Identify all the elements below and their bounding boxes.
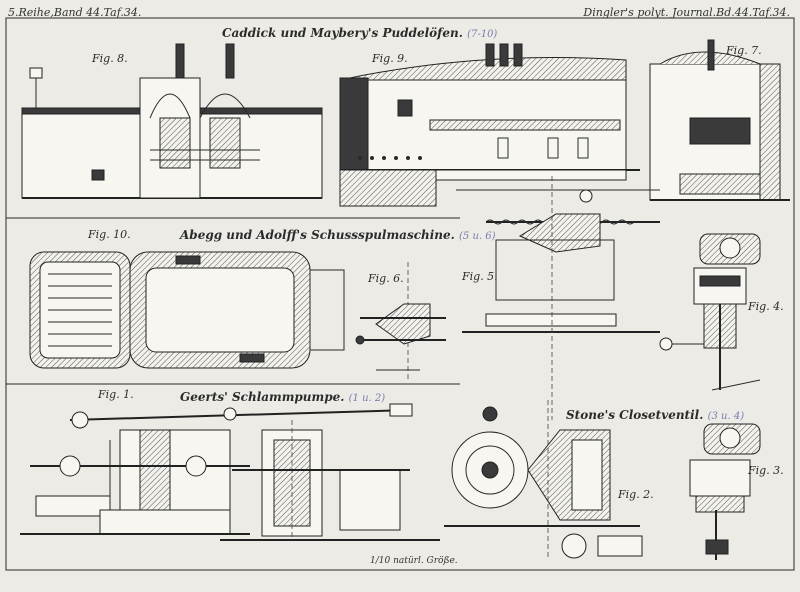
label-fig4: Fig. 4. xyxy=(748,300,784,313)
fig9-drawing xyxy=(339,43,640,207)
title-geerts-ref: (1 u. 2) xyxy=(348,393,386,404)
header-right: Dingler's polyt. Journal.Bd.44.Taf.34. xyxy=(583,6,790,19)
title-abegg-ref: (5 u. 6) xyxy=(459,231,496,242)
title-geerts-text: Geerts' Schlammpumpe. xyxy=(180,390,345,404)
fig5-drawing xyxy=(456,176,660,420)
label-fig5: Fig. 5. xyxy=(462,270,498,283)
title-abegg: Abegg und Adolff's Schussspulmaschine. (… xyxy=(180,228,496,242)
label-fig10: Fig. 10. xyxy=(88,228,131,241)
plate-frame xyxy=(5,17,795,571)
fig1-drawing xyxy=(20,403,413,535)
label-fig1: Fig. 1. xyxy=(98,388,134,401)
title-stone-ref: (3 u. 4) xyxy=(707,411,745,422)
label-fig7: Fig. 7. xyxy=(726,44,762,57)
label-fig9: Fig. 9. xyxy=(372,52,408,65)
header-left: 5.Reihe,Band 44.Taf.34. xyxy=(8,6,142,19)
stone-fig2-drawing xyxy=(444,400,643,560)
title-caddick-ref: (7-10) xyxy=(467,29,498,40)
label-fig2: Fig. 2. xyxy=(618,488,654,501)
title-geerts: Geerts' Schlammpumpe. (1 u. 2) xyxy=(180,390,385,404)
title-abegg-text: Abegg und Adolff's Schussspulmaschine. xyxy=(180,228,455,242)
label-fig6: Fig. 6. xyxy=(368,272,404,285)
label-fig8: Fig. 8. xyxy=(92,52,128,65)
title-stone: Stone's Closetventil. (3 u. 4) xyxy=(566,408,744,422)
title-caddick-text: Caddick und Maybery's Puddelöfen. xyxy=(222,26,463,40)
title-caddick: Caddick und Maybery's Puddelöfen. (7-10) xyxy=(222,26,497,40)
title-stone-text: Stone's Closetventil. xyxy=(566,408,704,422)
fig2-drawing xyxy=(220,420,440,541)
scale-note: 1/10 natürl. Größe. xyxy=(370,556,458,566)
fig7-drawing xyxy=(649,39,790,201)
fig10-drawing xyxy=(29,251,345,369)
fig3-drawing xyxy=(689,423,761,560)
fig6-drawing xyxy=(355,262,446,380)
fig8-drawing xyxy=(21,43,323,199)
fig4-drawing xyxy=(659,233,761,391)
label-fig3: Fig. 3. xyxy=(748,464,784,477)
